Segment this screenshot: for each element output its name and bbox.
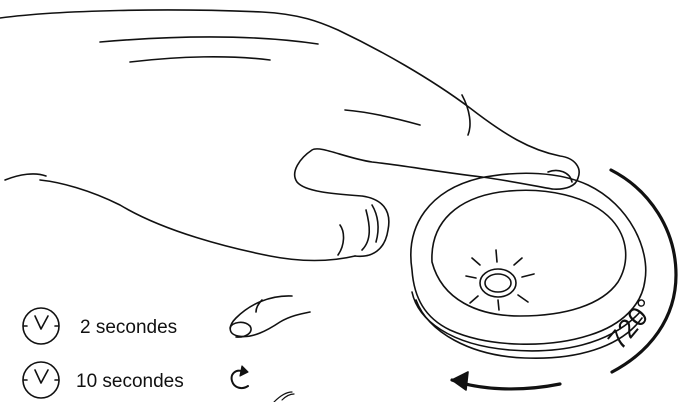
clock-icon bbox=[23, 308, 59, 344]
long-turn-duration-label: 10 secondes bbox=[76, 371, 184, 393]
clock-icon bbox=[23, 362, 59, 398]
glowing-button-icon bbox=[466, 250, 534, 310]
finger-press-icon bbox=[230, 296, 310, 337]
hand-illustration bbox=[0, 10, 579, 261]
rotate-arrow-icon bbox=[232, 366, 294, 402]
short-press-duration-label: 2 secondes bbox=[80, 317, 177, 339]
